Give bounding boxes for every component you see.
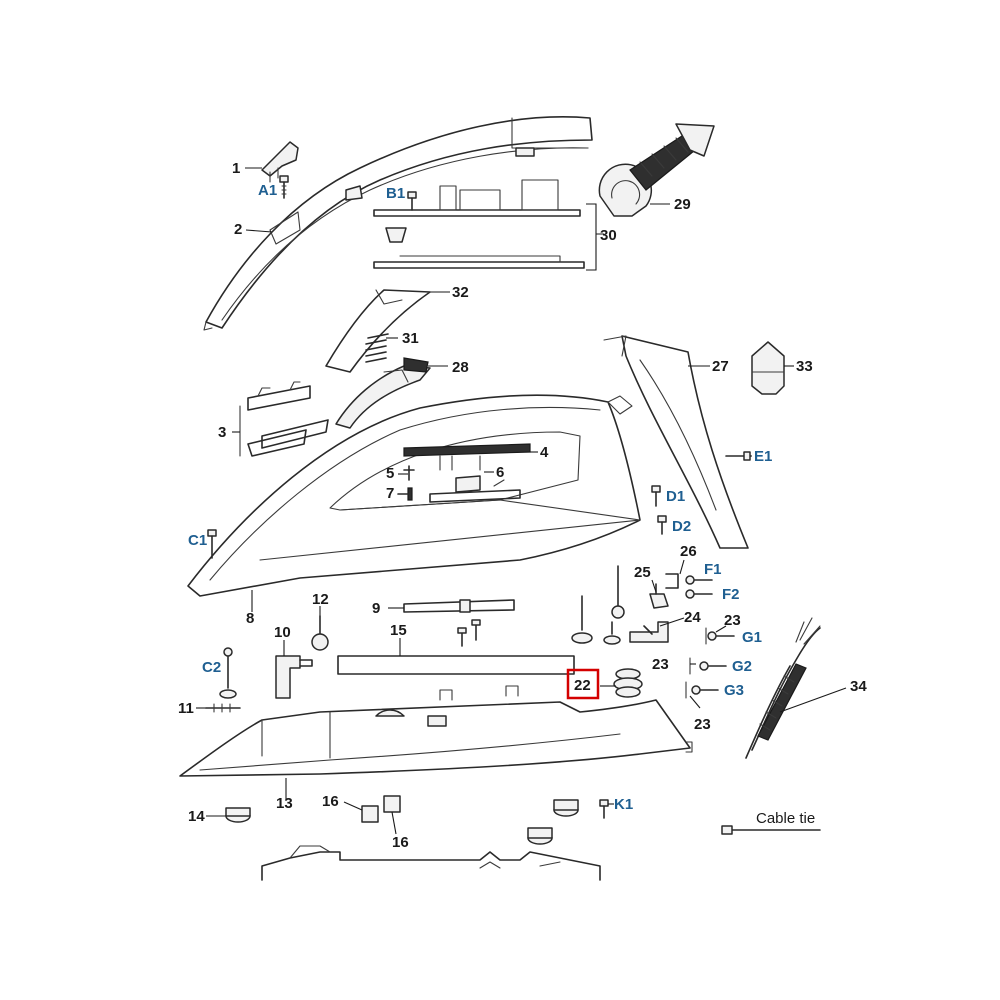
callout-23-middle: 23: [652, 656, 669, 673]
callout-f2: F2: [722, 586, 740, 603]
screw-b1: [407, 191, 417, 211]
callout-k1: K1: [614, 796, 633, 813]
part-31-spring: [365, 333, 389, 363]
screw-d2: [657, 515, 667, 535]
pins-and-washers: [571, 565, 625, 645]
part-3-clips: [239, 381, 329, 457]
callout-28: 28: [452, 359, 469, 376]
callout-23-bottom: 23: [694, 716, 711, 733]
callout-26: 26: [680, 543, 697, 560]
callout-c1: C1: [188, 532, 207, 549]
callout-15: 15: [390, 622, 407, 639]
part-30-control-board: [373, 179, 585, 269]
part-c2-pin: [219, 647, 237, 699]
part-16-pads: [361, 795, 401, 823]
callout-16-top: 16: [322, 793, 339, 810]
callout-30: 30: [600, 227, 617, 244]
part-5-pin: [403, 465, 415, 481]
callout-24: 24: [684, 609, 701, 626]
part-24-connector: [629, 621, 669, 643]
part-13-base-housing: [179, 685, 693, 777]
callout-4: 4: [540, 444, 549, 461]
highlighted-callout-22[interactable]: 22: [566, 668, 600, 700]
part-7-pin: [397, 487, 413, 501]
callout-8: 8: [246, 610, 254, 627]
screw-e1: [725, 451, 751, 461]
callout-29: 29: [674, 196, 691, 213]
highlight-box: [566, 668, 600, 700]
callout-22: 22: [574, 677, 591, 694]
cable-tie-icon: [721, 825, 821, 835]
part-1-handle-clip: [261, 141, 299, 183]
soleplate-partial: [261, 845, 601, 881]
part-11-pin: [205, 703, 241, 713]
callout-5: 5: [386, 465, 394, 482]
callout-g2: G2: [732, 658, 752, 675]
callout-10: 10: [274, 624, 291, 641]
callout-6: 6: [496, 464, 504, 481]
part-9-rod: [403, 599, 515, 613]
callout-25: 25: [634, 564, 651, 581]
part-25-fitting: [649, 583, 669, 609]
callout-16-bottom: 16: [392, 834, 409, 851]
part-28-spray-button: [335, 357, 431, 429]
screw-d1: [651, 485, 661, 507]
callout-e1: E1: [754, 448, 772, 465]
callout-11: 11: [178, 700, 194, 717]
callout-d1: D1: [666, 488, 685, 505]
callout-a1: A1: [258, 182, 277, 199]
body-shell: [187, 394, 641, 597]
small-screws-center: [457, 619, 481, 647]
part-26-bracket: [665, 573, 679, 589]
callout-3: 3: [218, 424, 226, 441]
cable-tie-label: Cable tie: [756, 810, 815, 827]
part-12-clamp: [311, 615, 329, 651]
callout-labels: 1 A1 2 B1 29 30 32 31 28 27 33 3 4 5 6 E…: [178, 160, 867, 851]
callout-d2: D2: [672, 518, 691, 535]
callout-c2: C2: [202, 659, 221, 676]
callout-12: 12: [312, 591, 329, 608]
callout-9: 9: [372, 600, 380, 617]
part-2-handle-shell: [203, 116, 593, 331]
callout-27: 27: [712, 358, 729, 375]
part-34-cable-bundle: [745, 617, 821, 759]
screws-f1-f2: [685, 575, 713, 599]
part-15-tube: [337, 655, 575, 675]
part-10-elbow: [275, 655, 313, 699]
part-4-bar: [403, 443, 531, 471]
screw-c1: [207, 529, 217, 559]
screws-g1-g2-g3: [685, 627, 735, 699]
part-33-cord-cap: [751, 341, 785, 395]
callout-13: 13: [276, 795, 293, 812]
part-6-bracket: [429, 475, 521, 503]
callout-31: 31: [402, 330, 419, 347]
part-27-rear-cover: [603, 335, 749, 549]
callout-g1: G1: [742, 629, 762, 646]
part-29-cord-guard: [598, 123, 715, 217]
callout-f1: F1: [704, 561, 722, 578]
callout-34: 34: [850, 678, 867, 695]
part-14-foot: [225, 807, 251, 823]
leader-lines: [196, 167, 847, 835]
callout-2: 2: [234, 221, 242, 238]
screw-a1: [279, 175, 289, 199]
callout-b1: B1: [386, 185, 405, 202]
callout-g3: G3: [724, 682, 744, 699]
callout-1: 1: [232, 160, 240, 177]
callout-7: 7: [386, 485, 394, 502]
callout-33: 33: [796, 358, 813, 375]
feet-right: [527, 799, 579, 845]
callout-14: 14: [188, 808, 205, 825]
screw-k1: [599, 799, 609, 819]
callout-32: 32: [452, 284, 469, 301]
callout-23-top: 23: [724, 612, 741, 629]
part-22-grommet: [613, 668, 643, 698]
